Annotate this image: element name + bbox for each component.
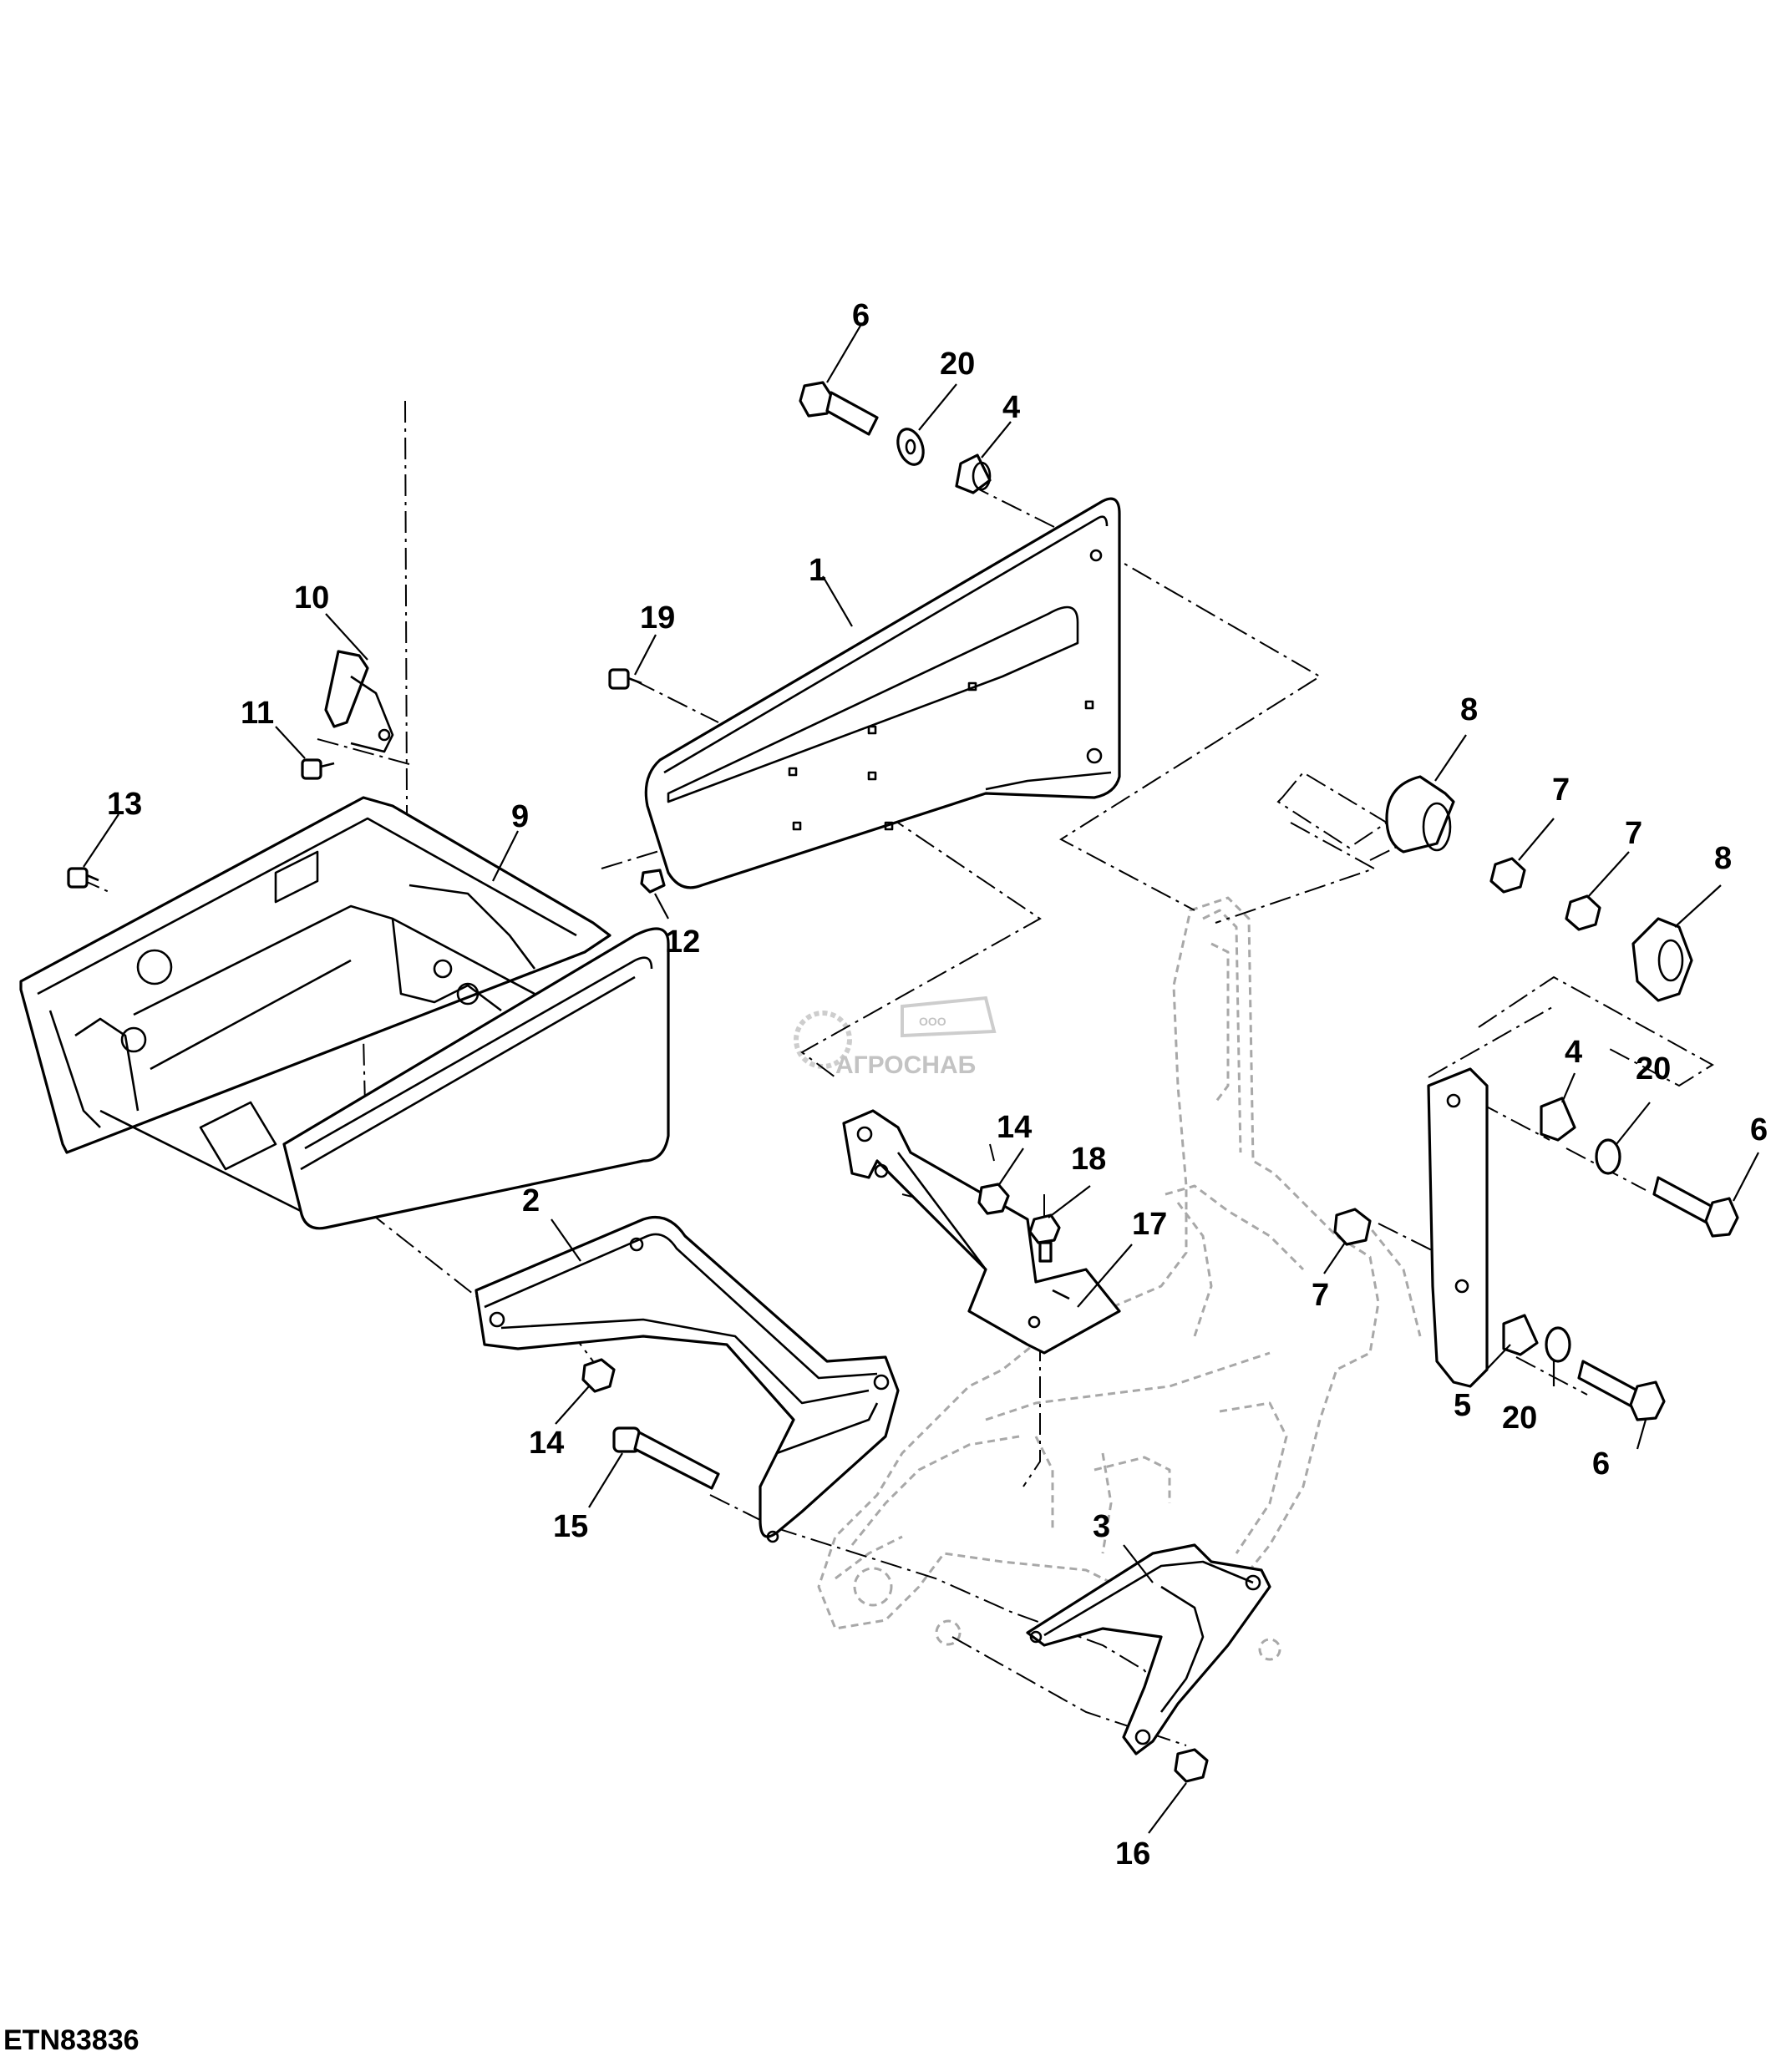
ghost-frame xyxy=(817,896,1422,1661)
callout-7-b: 7 xyxy=(1625,816,1642,851)
part-4-spacer-top xyxy=(955,453,992,494)
part-16-nut xyxy=(1174,1748,1209,1783)
part-20-washer-lower xyxy=(1545,1326,1571,1363)
callout-12: 12 xyxy=(665,925,700,960)
callout-4-top: 4 xyxy=(1002,390,1020,425)
part-19-screw xyxy=(608,668,642,690)
part-2-bracket xyxy=(474,1215,900,1543)
callout-8-right: 8 xyxy=(1714,841,1732,876)
part-10-clip xyxy=(324,650,394,753)
callout-7-a: 7 xyxy=(1552,773,1570,808)
part-5-spacer xyxy=(1502,1314,1539,1356)
callout-16: 16 xyxy=(1115,1836,1150,1872)
callout-10: 10 xyxy=(294,580,329,616)
callout-20-right: 20 xyxy=(1636,1051,1671,1087)
callout-19: 19 xyxy=(640,600,675,636)
part-6-bolt-top xyxy=(799,381,879,436)
callout-14-right: 14 xyxy=(997,1110,1032,1145)
part-20-washer-top xyxy=(896,428,925,466)
callout-1: 1 xyxy=(809,553,826,588)
part-4-spacer-right xyxy=(1540,1097,1576,1142)
part-15-bolt xyxy=(612,1426,720,1490)
watermark-logo: ООО АГРОСНАБ xyxy=(794,995,997,1079)
part-7-nut-b xyxy=(1565,894,1601,931)
part-14-nut-left xyxy=(581,1358,616,1393)
callout-9: 9 xyxy=(511,799,529,834)
part-8-mount-right xyxy=(1631,917,1693,1002)
part-12-nut xyxy=(640,869,666,894)
watermark-brand-text: АГРОСНАБ xyxy=(835,1051,976,1079)
part-8-mount-left xyxy=(1385,775,1455,854)
part-3-lower-bracket xyxy=(1026,1543,1271,1755)
callout-6-top: 6 xyxy=(852,298,870,333)
callout-2: 2 xyxy=(522,1183,540,1218)
part-14-nut-right xyxy=(977,1183,1010,1215)
callout-7-c: 7 xyxy=(1312,1278,1329,1313)
part-7-nut-a xyxy=(1489,857,1526,894)
callout-labels: 6 20 4 1 19 10 11 13 9 12 8 7 7 8 4 20 6… xyxy=(107,298,1768,1872)
part-17-strap-bracket xyxy=(842,1109,1121,1355)
callout-5: 5 xyxy=(1454,1388,1471,1423)
leader-lines xyxy=(83,325,1759,1834)
callout-13: 13 xyxy=(107,787,142,822)
callout-14-left: 14 xyxy=(529,1426,564,1461)
part-6-bolt-lower xyxy=(1577,1360,1666,1421)
part-9-seat-frame xyxy=(19,796,670,1230)
part-6-bolt-right xyxy=(1652,1176,1739,1238)
callout-4-right: 4 xyxy=(1565,1035,1582,1070)
part-20-washer-right xyxy=(1595,1138,1621,1175)
part-11-screw xyxy=(301,758,335,780)
callout-6-right: 6 xyxy=(1750,1112,1768,1147)
callout-18: 18 xyxy=(1071,1142,1106,1177)
part-1-shield-panel xyxy=(644,497,1121,889)
callout-20-lower: 20 xyxy=(1502,1401,1537,1436)
part-7-nut-c xyxy=(1333,1208,1372,1246)
callout-20-top: 20 xyxy=(940,347,975,382)
watermark-small-text: ООО xyxy=(919,1015,946,1028)
part-bracket-plate-right xyxy=(1427,1067,1489,1388)
part-13-screw xyxy=(67,867,99,889)
callout-6-lower: 6 xyxy=(1592,1446,1610,1482)
callout-15: 15 xyxy=(553,1509,588,1544)
callout-8-left: 8 xyxy=(1460,692,1478,727)
callout-3: 3 xyxy=(1093,1509,1110,1544)
figure-id-label: ETN83836 xyxy=(3,2024,140,2056)
part-18-bolt xyxy=(1028,1213,1061,1263)
callout-11: 11 xyxy=(241,696,274,731)
callout-17: 17 xyxy=(1132,1207,1167,1242)
